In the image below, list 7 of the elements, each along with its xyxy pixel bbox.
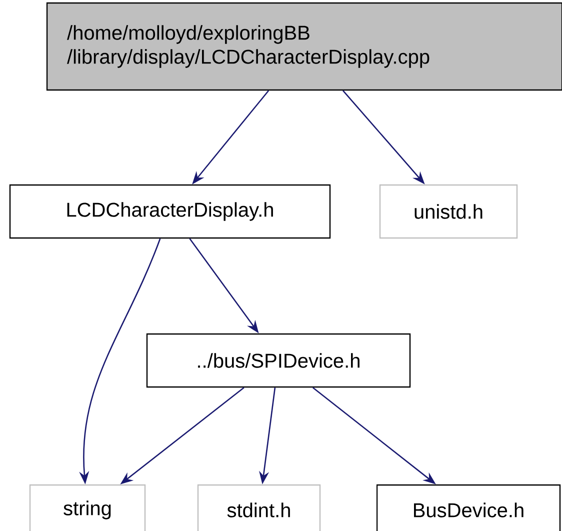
file-box: LCDCharacterDisplay.h	[9, 184, 331, 239]
file-box: string	[29, 484, 146, 531]
file-box: stdint.h	[197, 484, 321, 531]
file-box: /home/molloyd/exploringBB /library/display/LCDCharacterDisplay.cpp	[46, 2, 562, 91]
file-box: unistd.h	[379, 184, 518, 239]
file-box: BusDevice.h	[376, 484, 561, 531]
file-box: ../bus/SPIDevice.h	[146, 333, 411, 388]
